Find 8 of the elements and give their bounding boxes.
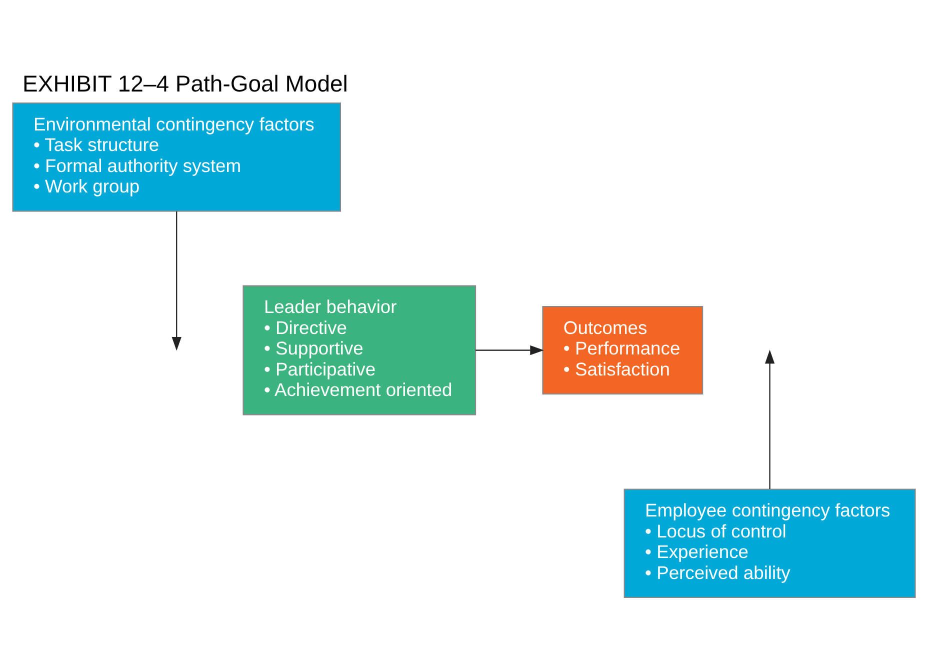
node-box: Environmental contingency factors • Task structure • Formal authority system • Work group	[12, 102, 341, 212]
arrow	[172, 210, 182, 350]
diagram-title: EXHIBIT 12–4 Path-Goal Model	[22, 70, 348, 96]
arrow	[476, 344, 544, 355]
node-box: Leader behavior • Directive • Supportive • Participative • Achievement oriented	[242, 284, 476, 415]
node-box: Employee contingency factors • Locus of control • Experience • Perceived ability	[624, 488, 916, 598]
arrow	[764, 349, 775, 488]
node-box: Outcomes • Performance • Satisfaction	[542, 305, 704, 394]
